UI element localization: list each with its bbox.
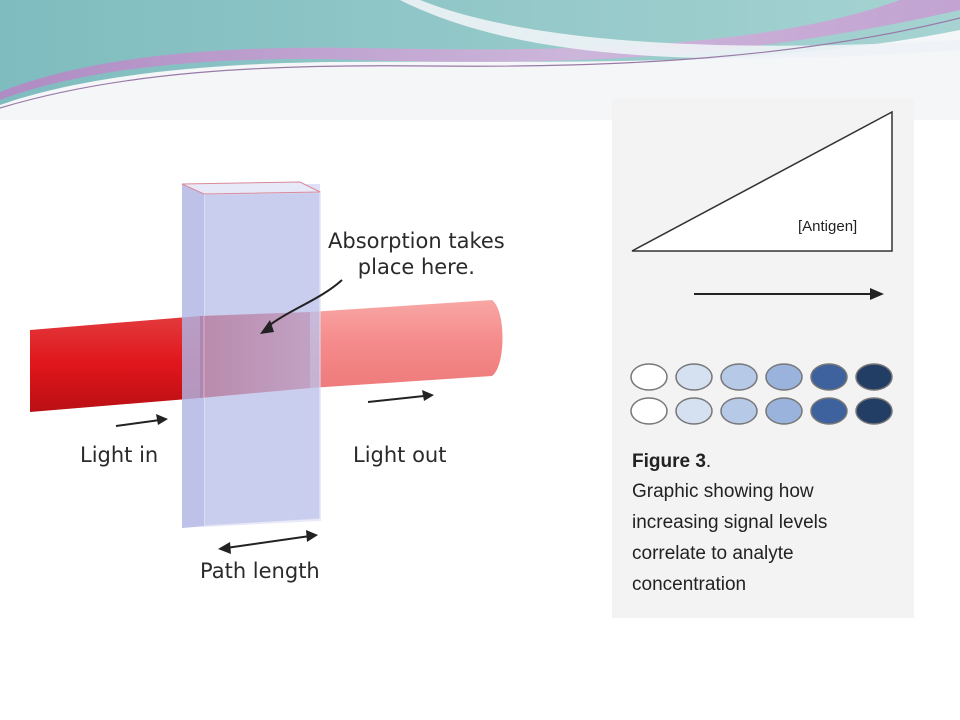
well-circle — [720, 363, 758, 391]
figure-caption: Figure 3. Graphic showing how increasing… — [632, 448, 902, 600]
light-wave — [400, 0, 960, 59]
elisa-graphic — [630, 110, 893, 425]
well-circle — [810, 397, 848, 425]
absorption-label-line1: Absorption takes — [328, 229, 505, 253]
well-circle — [720, 397, 758, 425]
elisa-signal-figure: [Antigen] Figure 3. Graphic showing how … — [612, 98, 914, 618]
absorption-pointer-line — [265, 279, 343, 329]
path-length-arrowhead-left — [218, 542, 231, 554]
cuvette-top — [181, 181, 321, 195]
well-grid — [630, 363, 893, 425]
well-circle — [810, 363, 848, 391]
increase-arrowhead — [870, 288, 884, 300]
well-circle — [855, 363, 893, 391]
well-circle — [765, 397, 803, 425]
cuvette-absorption-diagram: Absorption takes place here. Light in Li… — [20, 170, 560, 600]
well-circle — [630, 397, 668, 425]
light-in-arrow-line — [115, 419, 161, 427]
path-length-arrow-line — [225, 535, 311, 549]
antigen-triangle — [631, 110, 893, 252]
well-circle — [675, 363, 713, 391]
wave-line — [0, 17, 960, 109]
caption-title-rest: . — [705, 451, 712, 472]
caption-title-bold: Figure 3 — [632, 451, 706, 472]
caption-body: Graphic showing how increasing signal le… — [632, 481, 828, 595]
well-circle — [765, 363, 803, 391]
header-wave-decoration — [0, 0, 960, 120]
absorption-pointer-arrowhead — [260, 320, 274, 334]
well-circle — [675, 397, 713, 425]
path-length-label: Path length — [200, 559, 320, 583]
antigen-label: [Antigen] — [798, 218, 858, 235]
light-in-arrowhead — [156, 414, 168, 425]
light-in-beam — [30, 316, 200, 412]
light-out-arrowhead — [422, 390, 434, 401]
cuvette-illustration — [30, 181, 503, 554]
cuvette-side — [182, 184, 204, 528]
well-circle — [630, 363, 668, 391]
absorption-label-line2: place here. — [357, 255, 475, 279]
light-out-beam — [310, 300, 503, 388]
light-out-label: Light out — [353, 443, 447, 467]
purple-wave — [0, 0, 960, 100]
light-out-arrow-line — [367, 395, 425, 403]
path-length-arrowhead-right — [306, 530, 318, 542]
well-circle — [855, 397, 893, 425]
absorption-label: Absorption takes place here. — [328, 228, 505, 280]
cuvette-front — [203, 190, 321, 528]
caption-title: Figure 3. — [632, 448, 902, 476]
light-in-label: Light in — [80, 443, 159, 467]
